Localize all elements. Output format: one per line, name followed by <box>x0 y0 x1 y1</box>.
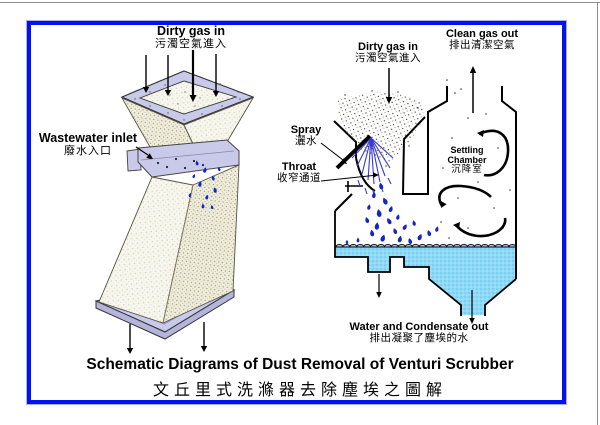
label-settling-chamber: Settling Chamber 沉降室 <box>447 145 487 176</box>
blue-border-frame <box>26 20 567 405</box>
label-dirty-gas-in-left: Dirty gas in 污濁空氣進入 <box>155 24 227 50</box>
flow-arrows <box>320 66 477 324</box>
right-drain-arrow <box>469 290 475 324</box>
scrubber-cross-section <box>320 66 517 324</box>
left-drain-arrow <box>376 274 382 298</box>
droplets-right <box>345 182 440 245</box>
venturi-3d-tower <box>94 50 255 354</box>
gas-inlet-arrows <box>142 50 220 102</box>
gas-outlet-arrows <box>126 322 208 354</box>
label-water-condensate-out: Water and Condensate out 排出凝聚了塵埃的水 <box>349 321 489 345</box>
page-edge-top <box>0 2 600 3</box>
throat-leader-arrow <box>320 172 379 182</box>
label-wastewater-inlet: Wastewater inlet 廢水入口 <box>38 131 138 157</box>
label-throat: Throat 收窄通道 <box>277 161 321 185</box>
swirl-arrows <box>438 129 510 238</box>
water-pool <box>335 243 517 315</box>
page-edge-right <box>597 2 598 425</box>
label-dirty-gas-in-right: Dirty gas in 污濁空氣進入 <box>355 41 421 65</box>
spray-leader-arrow <box>320 142 347 164</box>
clean-gas-up-arrow <box>469 66 477 113</box>
top-flange <box>120 70 255 125</box>
dirty-gas-down-arrow <box>385 68 393 104</box>
wastewater-ring <box>126 139 240 178</box>
label-clean-gas-out: Clean gas out 排出清潔空氣 <box>445 28 519 52</box>
label-spray: Spray 灑水 <box>290 124 322 148</box>
diverging-cone <box>98 164 240 324</box>
diagram-title: Schematic Diagrams of Dust Removal of Ve… <box>40 356 560 400</box>
chamber-specks <box>440 79 511 239</box>
title-english: Schematic Diagrams of Dust Removal of Ve… <box>86 356 514 373</box>
wastewater-leader-arrow <box>135 146 153 159</box>
title-chinese: 文丘里式洗滌器去除塵埃之圖解 <box>152 382 447 399</box>
